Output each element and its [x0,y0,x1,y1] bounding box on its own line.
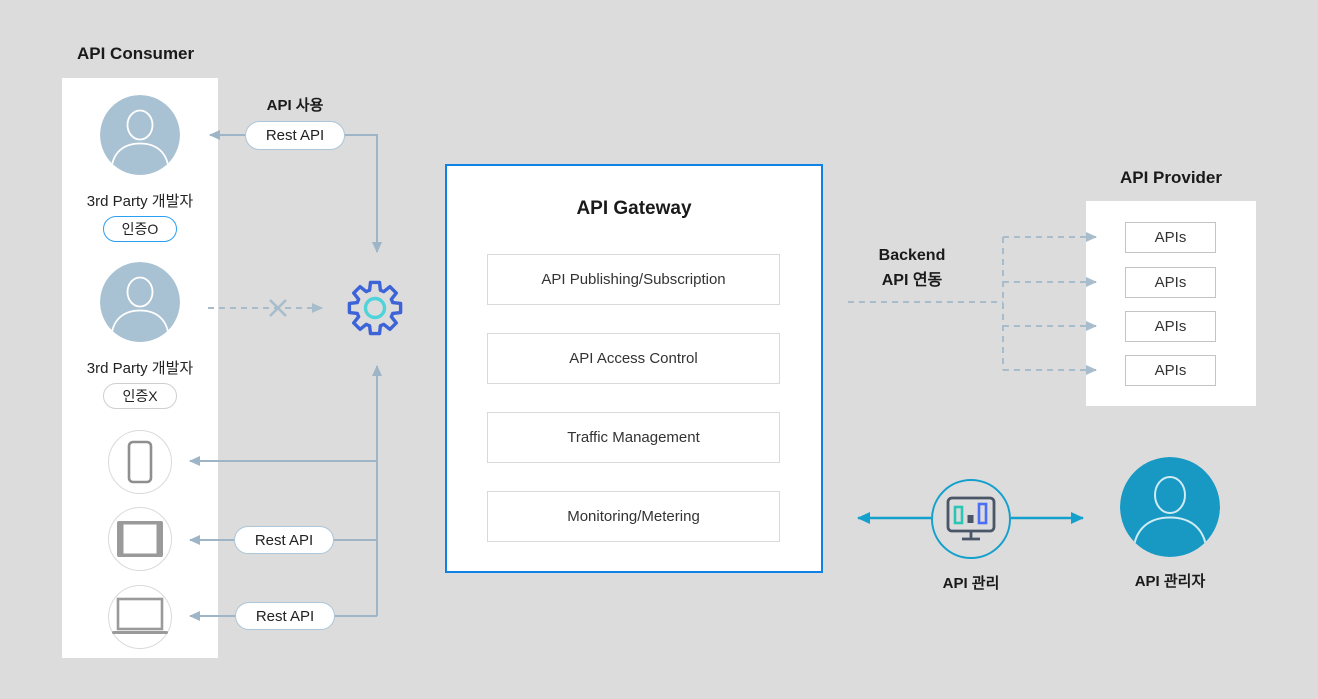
person-avatar-icon [100,262,180,342]
consumer-title: API Consumer [77,44,195,63]
developer1-label: 3rd Party 개발자 [86,193,194,210]
auth-ok-badge: 인증O [103,216,177,242]
tablet-icon [108,507,172,571]
monitoring-dashboard-icon [931,479,1011,559]
blocked-x-icon [269,299,287,317]
provider-title: API Provider [1119,168,1223,187]
rest-api-pill-laptop: Rest API [235,602,335,630]
apis-box-4: APIs [1125,355,1216,386]
developer2-label: 3rd Party 개발자 [86,360,194,377]
backend-label-line2: API 연동 [881,272,943,289]
apis-box-1: APIs [1125,222,1216,253]
auth-no-badge: 인증X [103,383,177,409]
apis-box-2: APIs [1125,267,1216,298]
person-avatar-icon [100,95,180,175]
gateway-module-monitoring: Monitoring/Metering [487,491,780,542]
backend-api-label: Backend API 연동 [852,243,972,293]
api-management-label: API 관리 [942,575,1000,592]
laptop-icon [108,585,172,649]
gateway-module-traffic: Traffic Management [487,412,780,463]
apis-box-3: APIs [1125,311,1216,342]
api-manager-label: API 관리자 [1134,573,1206,590]
gateway-title: API Gateway [576,198,692,219]
rest-api-pill-top: Rest API [245,121,345,150]
backend-label-line1: Backend [878,247,946,264]
gateway-module-access-control: API Access Control [487,333,780,384]
rest-api-pill-tablet: Rest API [234,526,334,554]
gear-icon [347,280,403,336]
api-usage-label: API 사용 [266,97,324,114]
line-restapi-to-gear [345,134,382,253]
admin-avatar-icon [1120,457,1220,557]
gateway-module-publishing: API Publishing/Subscription [487,254,780,305]
smartphone-icon [108,430,172,494]
